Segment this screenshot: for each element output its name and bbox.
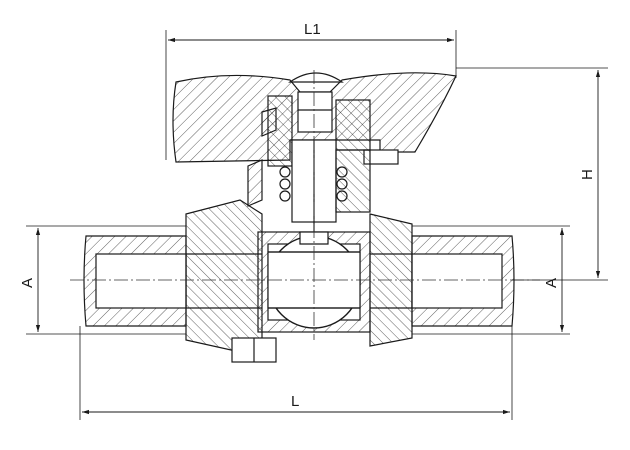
center-lines (70, 70, 540, 340)
dimension-l1-label: L1 (304, 21, 321, 38)
dimension-h-label: H (579, 169, 596, 180)
dimension-l: L (79, 326, 513, 420)
dimension-a-left-label: A (19, 278, 36, 288)
dimension-a-right: A (412, 225, 570, 335)
dimension-a-right-label: A (543, 278, 560, 288)
valve-body (83, 199, 515, 363)
dimension-l1: L1 (165, 21, 457, 160)
valve-handle (172, 72, 457, 165)
dimension-a-left: A (19, 225, 186, 335)
dimension-l-label: L (291, 393, 299, 410)
